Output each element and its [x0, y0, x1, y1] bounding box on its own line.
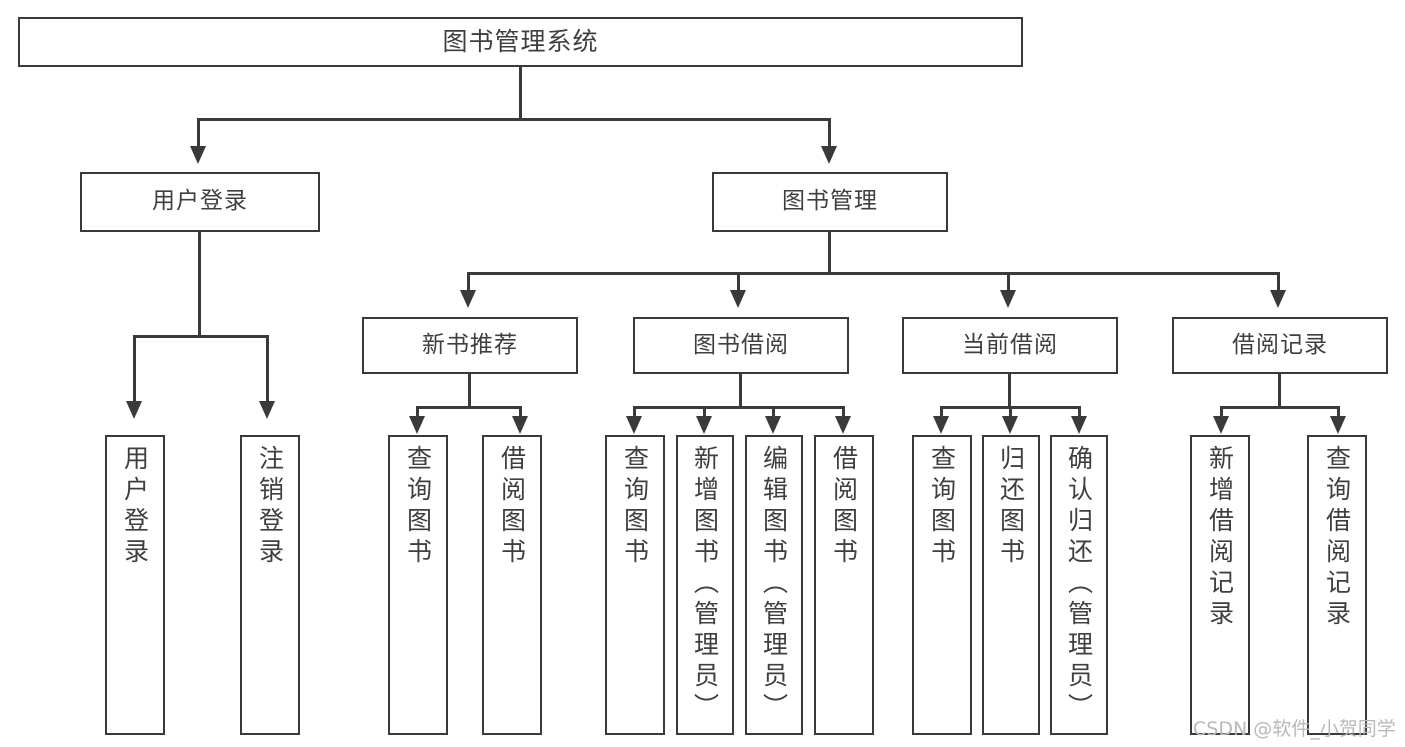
- node-label: 借阅记录: [1232, 331, 1328, 358]
- node-label: 图书管理系统: [442, 27, 599, 56]
- connector-book-management-to-current: [1007, 272, 1010, 292]
- node-current-borrow[interactable]: 当前借阅: [902, 317, 1118, 374]
- arrow-user-login-leaf1: [126, 401, 142, 419]
- node-label: 当前借阅: [962, 331, 1058, 358]
- node-label: 借阅图书: [829, 445, 859, 569]
- node-leaf-return-book[interactable]: 归还图书: [982, 435, 1040, 735]
- node-leaf-edit-book-admin[interactable]: 编辑图书（管理员）: [745, 435, 803, 735]
- node-leaf-query-book[interactable]: 查询图书: [605, 435, 665, 735]
- node-book-management[interactable]: 图书管理: [712, 172, 948, 232]
- node-leaf-add-borrow-record[interactable]: 新增借阅记录: [1190, 435, 1250, 735]
- node-label: 注销登录: [255, 445, 285, 569]
- node-label: 查询图书: [620, 445, 650, 569]
- connector-new-book-stem: [468, 374, 471, 408]
- node-leaf-borrow-book-recommend[interactable]: 借阅图书: [482, 435, 542, 735]
- connector-book-management-stem: [828, 232, 831, 274]
- node-leaf-borrow-book[interactable]: 借阅图书: [814, 435, 874, 735]
- arrow-root-to-book-management: [821, 146, 837, 164]
- node-user-login[interactable]: 用户登录: [80, 172, 320, 232]
- arrow-borrow-record-leaf1: [1213, 416, 1229, 434]
- arrow-current-borrow-leaf1: [933, 416, 949, 434]
- arrow-new-book-leaf2: [512, 416, 528, 434]
- node-label: 新增借阅记录: [1205, 445, 1235, 631]
- node-leaf-user-login[interactable]: 用户登录: [105, 435, 165, 735]
- connector-user-login-leaf2: [266, 335, 269, 403]
- node-label: 查询图书: [403, 445, 433, 569]
- node-label: 归还图书: [996, 445, 1026, 569]
- node-leaf-confirm-return-admin[interactable]: 确认归还（管理员）: [1050, 435, 1108, 735]
- connector-user-login-leaf1: [133, 335, 136, 403]
- connector-borrow-record-stem: [1278, 374, 1281, 408]
- arrow-book-management-to-current: [1000, 290, 1016, 308]
- connector-book-management-split-bar: [467, 272, 1280, 275]
- connector-new-book-leaf1: [416, 406, 419, 420]
- connector-current-borrow-leaf1: [940, 406, 943, 420]
- connector-new-book-leaf2: [519, 406, 522, 420]
- connector-book-borrow-stem: [739, 374, 742, 408]
- node-label: 确认归还（管理员）: [1064, 445, 1094, 724]
- csdn-watermark: CSDN @软件_小贺同学: [1193, 718, 1396, 740]
- connector-root-to-book-management: [828, 118, 831, 148]
- connector-borrow-record-leaf1: [1220, 406, 1223, 420]
- node-new-book-recommend[interactable]: 新书推荐: [362, 317, 578, 374]
- connector-book-borrow-leaf1: [633, 406, 636, 420]
- node-leaf-query-borrow-record[interactable]: 查询借阅记录: [1307, 435, 1367, 735]
- node-leaf-query-book-recommend[interactable]: 查询图书: [388, 435, 448, 735]
- arrow-book-management-to-borrow: [730, 290, 746, 308]
- node-label: 图书管理: [782, 188, 878, 215]
- node-label: 借阅图书: [497, 445, 527, 569]
- arrow-new-book-leaf1: [409, 416, 425, 434]
- arrow-current-borrow-leaf3: [1071, 416, 1087, 434]
- connector-root-to-user-login: [197, 118, 200, 148]
- node-label: 用户登录: [120, 445, 150, 569]
- arrow-book-management-to-record: [1270, 290, 1286, 308]
- node-leaf-user-logout[interactable]: 注销登录: [240, 435, 300, 735]
- arrow-borrow-record-leaf2: [1330, 416, 1346, 434]
- connector-borrow-record-split-bar: [1220, 406, 1340, 409]
- connector-root-split-bar: [197, 118, 831, 121]
- connector-book-borrow-split-bar: [633, 406, 845, 409]
- node-root-book-management-system[interactable]: 图书管理系统: [18, 17, 1023, 67]
- arrow-user-login-leaf2: [259, 401, 275, 419]
- arrow-root-to-user-login: [190, 146, 206, 164]
- node-label: 新书推荐: [422, 331, 518, 358]
- node-leaf-add-book-admin[interactable]: 新增图书（管理员）: [676, 435, 734, 735]
- node-label: 编辑图书（管理员）: [759, 445, 789, 724]
- connector-book-borrow-leaf4: [842, 406, 845, 420]
- arrow-book-borrow-leaf2: [696, 416, 712, 434]
- node-leaf-query-book-current[interactable]: 查询图书: [912, 435, 972, 735]
- connector-current-borrow-stem: [1008, 374, 1011, 408]
- node-borrow-record[interactable]: 借阅记录: [1172, 317, 1388, 374]
- node-label: 查询借阅记录: [1322, 445, 1352, 631]
- arrow-book-borrow-leaf4: [835, 416, 851, 434]
- arrow-book-borrow-leaf1: [626, 416, 642, 434]
- arrow-current-borrow-leaf2: [1002, 416, 1018, 434]
- node-label: 新增图书（管理员）: [690, 445, 720, 724]
- arrow-book-management-to-new-book: [460, 290, 476, 308]
- connector-book-borrow-leaf3: [772, 406, 775, 420]
- connector-book-borrow-leaf2: [703, 406, 706, 420]
- connector-user-login-split-bar: [133, 335, 269, 338]
- connector-book-management-to-record: [1277, 272, 1280, 292]
- connector-root-stem: [519, 67, 522, 120]
- node-label: 用户登录: [152, 188, 248, 215]
- connector-book-management-to-new-book: [467, 272, 470, 292]
- connector-user-login-stem: [198, 232, 201, 337]
- connector-current-borrow-leaf2: [1009, 406, 1012, 420]
- connector-borrow-record-leaf2: [1337, 406, 1340, 420]
- connector-new-book-split-bar: [416, 406, 522, 409]
- node-book-borrow[interactable]: 图书借阅: [633, 317, 849, 374]
- arrow-book-borrow-leaf3: [765, 416, 781, 434]
- node-label: 查询图书: [927, 445, 957, 569]
- connector-current-borrow-leaf3: [1078, 406, 1081, 420]
- connector-book-management-to-borrow: [737, 272, 740, 292]
- node-label: 图书借阅: [693, 331, 789, 358]
